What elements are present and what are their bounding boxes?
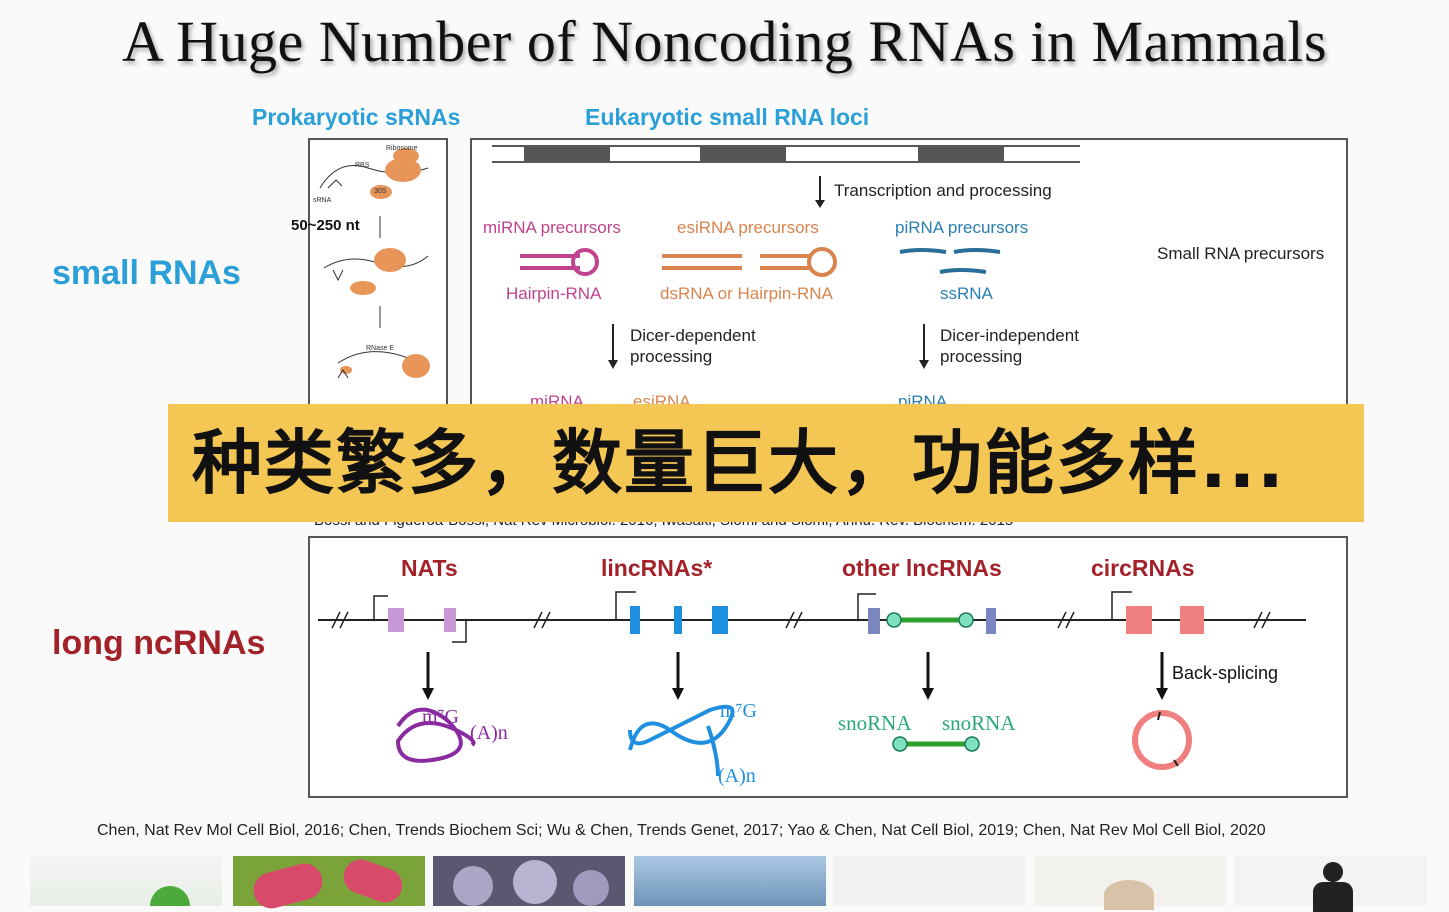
30s-label: 30S [374, 188, 387, 195]
photo-worm [634, 856, 826, 906]
size-range-label: 50~250 nt [291, 217, 360, 234]
nats-heading: NATs [401, 555, 458, 581]
hairpin-label: Hairpin-RNA [506, 284, 602, 303]
subtitle-banner: 种类繁多，数量巨大，功能多样... [168, 404, 1364, 522]
lincrnas-heading: lincRNAs* [601, 555, 713, 581]
photo-bacteria [233, 854, 425, 912]
slide-title: A Huge Number of Noncoding RNAs in Mamma… [121, 9, 1328, 74]
linc-cap-label: m⁷G [720, 700, 757, 722]
photo-plant [30, 856, 222, 906]
mirna-precursors-label: miRNA precursors [483, 218, 621, 237]
dsrna-label: dsRNA or Hairpin-RNA [660, 284, 833, 303]
esirna-precursors-label: esiRNA precursors [677, 218, 819, 237]
photo-fly [833, 856, 1025, 906]
dicer-dependent-label: Dicer-dependent processing [630, 326, 756, 366]
ribosome-label: Ribosome [386, 145, 418, 152]
prokaryotic-diagram [319, 148, 430, 379]
rbs-label: RBS [355, 162, 370, 169]
eukaryotic-panel [470, 138, 1348, 412]
small-rnas-label: small RNAs [52, 254, 241, 292]
long-ncrnas-label: long ncRNAs [52, 624, 266, 662]
snorna-left-label: snoRNA [838, 711, 912, 735]
eukaryotic-diagram [492, 145, 1080, 369]
circrnas-heading: circRNAs [1091, 555, 1195, 581]
photo-yeast [433, 856, 625, 906]
citation-bottom: Chen, Nat Rev Mol Cell Biol, 2016; Chen,… [97, 822, 1266, 839]
nat-polya-label: (A)n [470, 722, 508, 744]
ssrna-label: ssRNA [940, 284, 993, 303]
long-ncrna-panel [308, 536, 1348, 798]
rnase-label: RNase E [366, 345, 395, 352]
photo-mouse [1034, 856, 1226, 910]
pirna-precursors-label: piRNA precursors [895, 218, 1029, 237]
nat-cap-label: m⁷G [422, 706, 459, 728]
prokaryotic-heading: Prokaryotic sRNAs [252, 104, 461, 130]
transcription-label: Transcription and processing [834, 181, 1052, 200]
prokaryotic-panel [308, 138, 448, 412]
photo-human [1235, 856, 1427, 912]
srna-label: sRNA [313, 197, 332, 204]
linc-polya-label: (A)n [718, 765, 756, 787]
small-rna-precursors-label: Small RNA precursors [1157, 244, 1325, 263]
long-ncrna-diagram [318, 591, 1306, 777]
other-lncrnas-heading: other lncRNAs [842, 555, 1002, 581]
dicer-independent-label: Dicer-independent processing [940, 326, 1079, 366]
back-splicing-label: Back-splicing [1172, 663, 1279, 683]
eukaryotic-heading: Eukaryotic small RNA loci [585, 104, 870, 130]
snorna-right-label: snoRNA [942, 711, 1016, 735]
